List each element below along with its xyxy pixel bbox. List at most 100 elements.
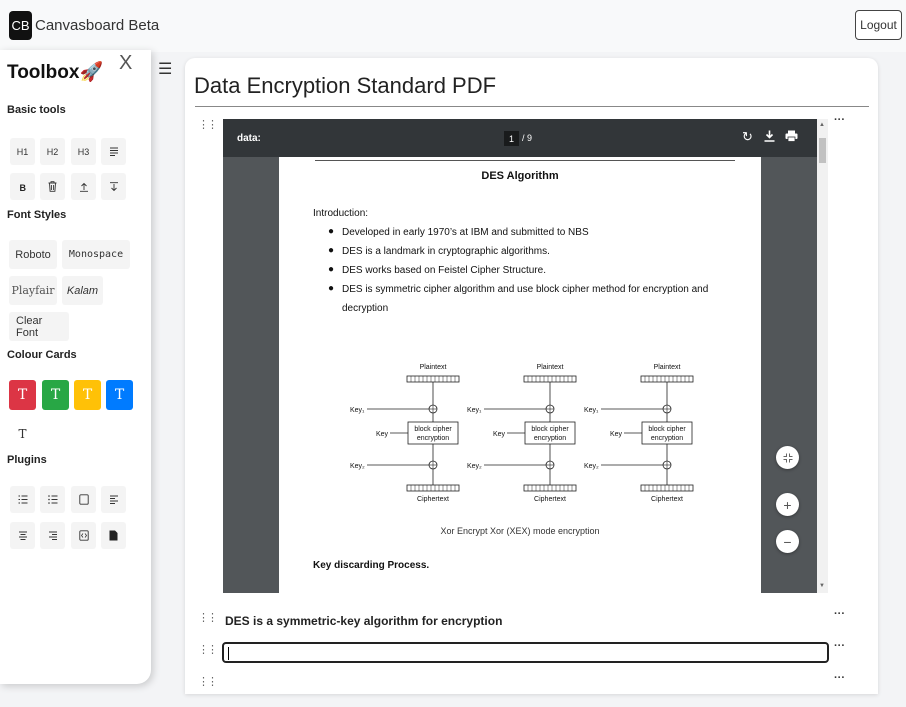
- code-icon: [78, 530, 89, 541]
- align-right-button[interactable]: [40, 522, 65, 549]
- brand-name[interactable]: Canvasboard Beta: [35, 17, 160, 34]
- align-center-button[interactable]: [10, 522, 35, 549]
- colour-card-red[interactable]: T: [9, 380, 36, 410]
- svg-text:B: B: [19, 183, 26, 192]
- ciphertext-register: [523, 484, 577, 492]
- logout-button[interactable]: Logout: [855, 10, 902, 40]
- key-label: Key: [493, 431, 506, 438]
- plaintext-label: Plaintext: [654, 364, 681, 371]
- block-menu-icon[interactable]: ···: [834, 608, 845, 620]
- scroll-up-icon[interactable]: ▲: [819, 122, 825, 128]
- plugins-heading: Plugins: [7, 454, 47, 466]
- unordered-list-button[interactable]: [40, 486, 65, 513]
- pdf-source-label: data:: [237, 133, 261, 144]
- drag-handle-icon[interactable]: ⋮⋮: [198, 119, 218, 131]
- block-edit-input[interactable]: [222, 642, 829, 663]
- bullet-icon: ●: [328, 226, 335, 237]
- page-title[interactable]: Data Encryption Standard PDF: [194, 73, 497, 98]
- arrow-down-icon: [109, 181, 118, 191]
- paragraph-icon: [109, 147, 118, 156]
- trash-icon: [48, 181, 57, 192]
- block-cipher-label: encryption: [534, 435, 566, 442]
- plus-icon: +: [783, 496, 792, 513]
- move-up-button[interactable]: [71, 173, 96, 200]
- square-icon: [78, 494, 89, 505]
- bullet-icon: ●: [328, 245, 335, 256]
- scroll-down-icon[interactable]: ▼: [819, 583, 825, 589]
- zoom-out-button[interactable]: −: [776, 530, 799, 553]
- pdf-plugin-button[interactable]: [101, 522, 126, 549]
- colour-card-blue[interactable]: T: [106, 380, 133, 410]
- close-toolbox-button[interactable]: X: [119, 52, 133, 74]
- ordered-list-icon: [18, 495, 27, 504]
- key2-label: Key₂: [584, 463, 599, 470]
- block-menu-icon[interactable]: ···: [834, 640, 845, 652]
- print-icon[interactable]: [785, 130, 798, 145]
- colour-cards-heading: Colour Cards: [7, 349, 77, 361]
- pdf-page: DES Algorithm Introduction: ● Developed …: [279, 157, 761, 593]
- drag-handle-icon[interactable]: ⋮⋮: [198, 676, 218, 688]
- pdf-doc-title: DES Algorithm: [481, 170, 559, 182]
- bold-icon: B: [19, 183, 26, 192]
- block-menu-icon[interactable]: ···: [834, 672, 845, 684]
- ciphertext-register: [640, 484, 694, 492]
- font-styles-heading: Font Styles: [7, 209, 67, 221]
- download-icon[interactable]: [764, 130, 775, 145]
- brand-logo[interactable]: CB: [9, 11, 32, 40]
- drag-handle-icon[interactable]: ⋮⋮: [198, 644, 218, 656]
- rocket-icon: 🚀: [79, 62, 104, 83]
- key2-label: Key₂: [350, 463, 365, 470]
- align-center-icon: [18, 531, 27, 540]
- key2-label: Key₂: [467, 463, 482, 470]
- unordered-list-icon: [47, 495, 57, 504]
- colour-card-yellow[interactable]: T: [74, 380, 101, 410]
- file-icon: [109, 530, 118, 541]
- box-button[interactable]: [71, 486, 96, 513]
- block-cipher-label: block cipher: [414, 426, 452, 433]
- block-cipher-label: encryption: [651, 435, 683, 442]
- menu-toggle-icon[interactable]: ☰: [158, 61, 173, 78]
- zoom-in-button[interactable]: +: [776, 493, 799, 516]
- colour-card-white[interactable]: T: [9, 419, 36, 449]
- ordered-list-button[interactable]: [10, 486, 35, 513]
- diagram-caption: Xor Encrypt Xor (XEX) mode encryption: [440, 526, 600, 536]
- pdf-scrollbar[interactable]: ▲ ▼: [817, 119, 828, 593]
- ciphertext-register: [406, 484, 460, 492]
- pdf-bullet: DES is symmetric cipher algorithm and us…: [342, 284, 709, 314]
- h2-button[interactable]: H2: [40, 138, 65, 165]
- block-menu-icon[interactable]: ···: [834, 114, 845, 126]
- page-number-input[interactable]: 1: [504, 131, 519, 146]
- key-label: Key: [610, 431, 623, 438]
- navbar: CB Canvasboard Beta Logout: [0, 0, 906, 52]
- toolbox-title-text: Toolbox: [7, 62, 80, 83]
- move-down-button[interactable]: [101, 173, 126, 200]
- font-roboto-button[interactable]: Roboto: [9, 240, 57, 269]
- h3-button[interactable]: H3: [71, 138, 96, 165]
- font-playfair-button[interactable]: Playfair: [9, 276, 57, 305]
- key-label: Key: [376, 431, 389, 438]
- align-left-button[interactable]: [101, 486, 126, 513]
- pdf-intro: Introduction:: [313, 208, 369, 219]
- code-block-button[interactable]: [71, 522, 96, 549]
- plaintext-label: Plaintext: [420, 364, 447, 371]
- drag-handle-icon[interactable]: ⋮⋮: [198, 612, 218, 624]
- fit-page-icon: [783, 453, 792, 462]
- block-cipher-label: encryption: [417, 435, 449, 442]
- toolbox-sidebar: Toolbox🚀 X Basic tools H1 H2 H3 B Font S…: [0, 50, 151, 684]
- minus-icon: −: [783, 533, 792, 550]
- delete-button[interactable]: [40, 173, 65, 200]
- colour-card-green[interactable]: T: [42, 380, 69, 410]
- font-monospace-button[interactable]: Monospace: [62, 240, 130, 269]
- text-block[interactable]: DES is a symmetric-key algorithm for enc…: [225, 614, 503, 628]
- basic-tools-heading: Basic tools: [7, 104, 66, 116]
- bold-button[interactable]: B: [10, 173, 35, 200]
- font-kalam-button[interactable]: Kalam: [62, 276, 103, 305]
- paragraph-button[interactable]: [101, 138, 126, 165]
- fit-page-button[interactable]: [776, 446, 799, 469]
- page-top-rule: [315, 160, 735, 161]
- rotate-icon[interactable]: ↻: [742, 129, 753, 144]
- h1-button[interactable]: H1: [10, 138, 35, 165]
- clear-font-button[interactable]: Clear Font: [9, 312, 69, 341]
- scroll-thumb[interactable]: [819, 138, 826, 163]
